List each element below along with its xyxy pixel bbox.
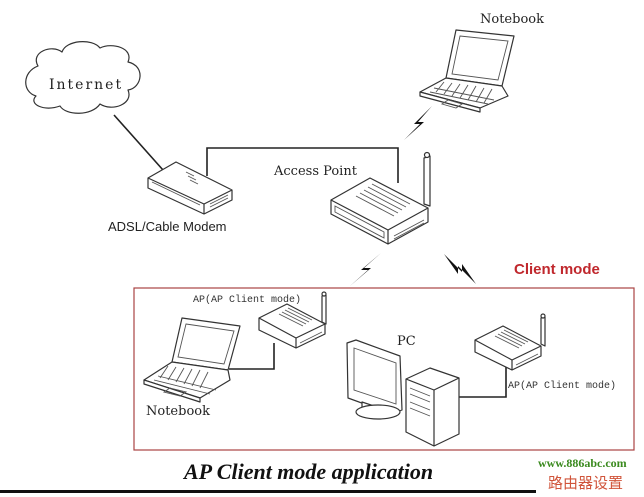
- ap-client-left-node: AP(AP Client mode): [193, 291, 327, 349]
- lightning-icon: [350, 253, 381, 286]
- wired-links: [113, 114, 507, 398]
- modem-label: ADSL/Cable Modem: [108, 219, 227, 234]
- router-icon: [474, 313, 546, 371]
- ap-client-right-node: AP(AP Client mode): [474, 313, 616, 392]
- caption-underline: [0, 490, 536, 493]
- watermark: www.886abc.com 路由器设置: [538, 456, 627, 492]
- router-icon: [258, 291, 327, 349]
- notebook-left-label: Notebook: [146, 404, 210, 419]
- link-pc-ap-client-right: [459, 362, 507, 398]
- caption: AP Client mode application: [0, 459, 536, 493]
- notebook-left-node: Notebook: [143, 317, 241, 419]
- internet-node: Internet: [25, 41, 141, 114]
- lightning-icon: [404, 106, 432, 140]
- wireless-links: [350, 106, 476, 286]
- watermark-url: www.886abc.com: [538, 456, 627, 470]
- lightning-icon: [444, 254, 476, 284]
- access-point-label: Access Point: [273, 164, 358, 179]
- access-point-node: Access Point: [273, 151, 431, 245]
- client-mode-label: Client mode: [514, 261, 600, 278]
- router-icon: [330, 151, 431, 245]
- modem-icon: [147, 161, 233, 215]
- internet-label: Internet: [49, 77, 123, 93]
- diagram-title: AP Client mode application: [182, 459, 433, 484]
- client-mode-box: [133, 287, 635, 451]
- link-notebook-ap-client-left: [229, 343, 275, 370]
- watermark-text: 路由器设置: [548, 474, 623, 492]
- desktop-pc-icon: [346, 339, 460, 447]
- modem-node: ADSL/Cable Modem: [108, 161, 233, 234]
- ap-client-left-label: AP(AP Client mode): [193, 294, 301, 306]
- ap-client-right-label: AP(AP Client mode): [508, 380, 616, 392]
- notebook-top-label: Notebook: [480, 12, 544, 27]
- link-internet-modem: [113, 114, 164, 171]
- notebook-top-node: Notebook: [419, 12, 544, 113]
- client-mode-group: Client mode: [133, 261, 635, 451]
- link-modem-access-point: [206, 147, 399, 183]
- laptop-icon: [419, 29, 515, 113]
- pc-label: PC: [397, 334, 416, 349]
- laptop-icon: [143, 317, 241, 403]
- cloud-icon: [25, 41, 141, 114]
- pc-node: PC: [346, 334, 460, 447]
